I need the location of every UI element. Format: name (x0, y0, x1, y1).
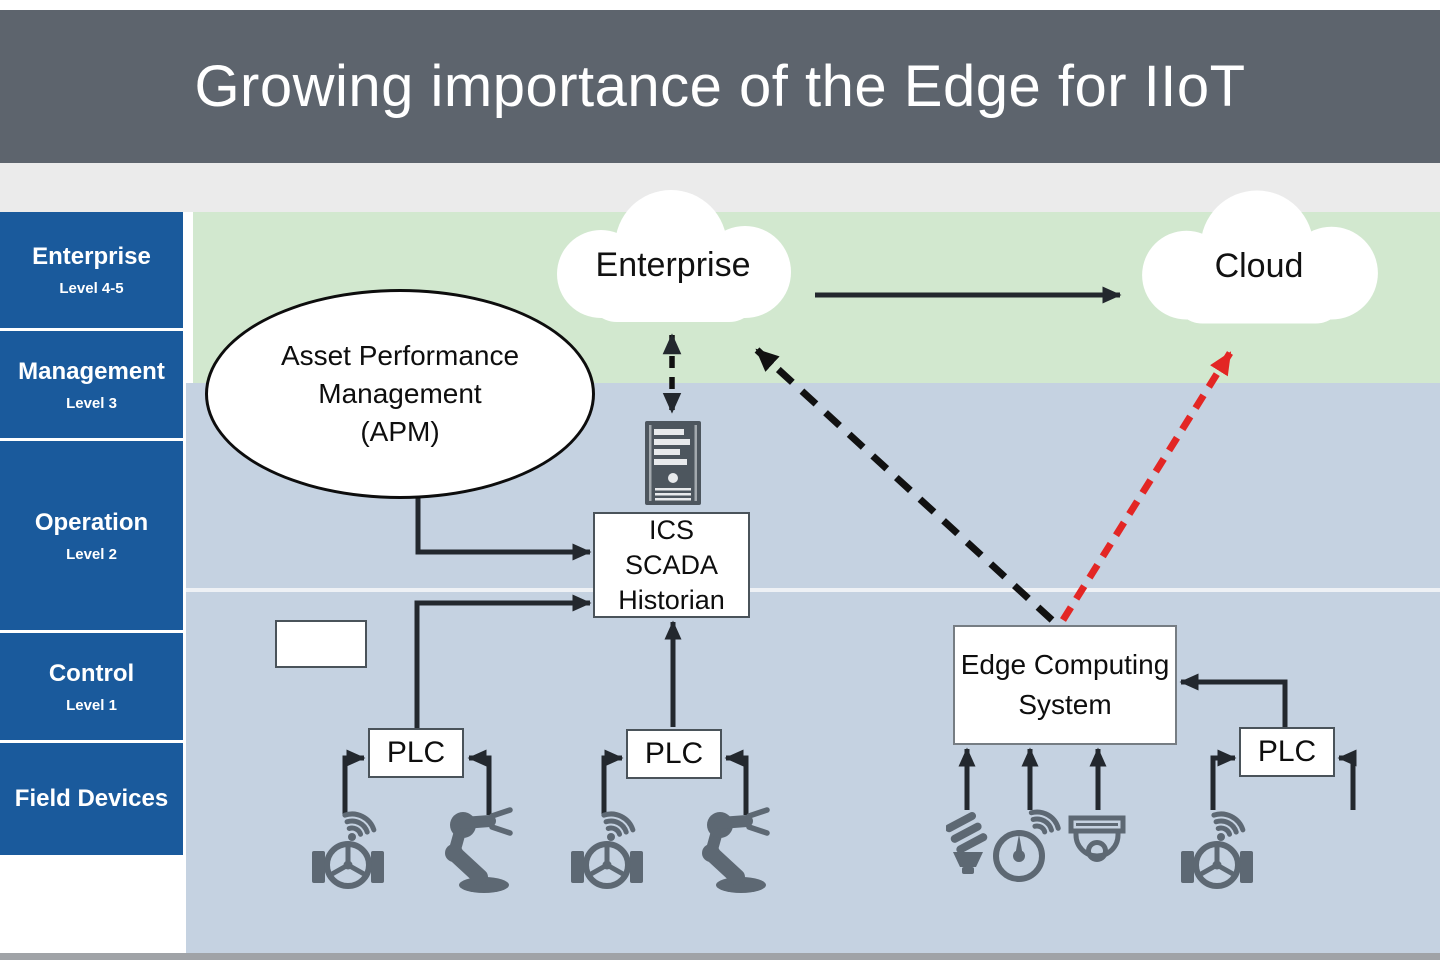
level-sublabel: Level 2 (66, 545, 117, 563)
sidebar-item-field-devices: Field Devices (0, 743, 183, 855)
level-label: Field Devices (14, 785, 169, 812)
dome-camera-icon (1068, 814, 1126, 880)
level-sublabel: Level 4-5 (59, 280, 124, 297)
cloud-icon (1142, 190, 1378, 324)
enterprise-cloud-label: Enterprise (595, 245, 751, 284)
level-label: Management (18, 357, 165, 385)
page-title: Growing importance of the Edge for IIoT (194, 54, 1246, 119)
empty-label-box (275, 620, 367, 668)
smart-pump-icon (312, 795, 396, 889)
cloud-node: Cloud (1128, 190, 1390, 324)
header-substrip (0, 163, 1440, 212)
level-label: Operation (34, 508, 149, 536)
enterprise-cloud-node: Enterprise (543, 190, 803, 322)
sidebar-item-enterprise: Enterprise Level 4-5 (0, 212, 183, 328)
zone-divider-line (186, 588, 1440, 592)
apm-ellipse: Asset Performance Management (APM) (205, 289, 595, 499)
smart-pump-icon (571, 795, 655, 889)
cloud-label: Cloud (1214, 246, 1304, 285)
level-label: Enterprise (32, 243, 151, 270)
robot-arm-icon (432, 803, 516, 893)
level-sublabel: Level 1 (66, 696, 117, 714)
edge-computing-system-box: Edge Computing System (953, 625, 1177, 745)
robot-arm-icon (689, 803, 773, 893)
level-label: Control (48, 659, 135, 687)
cloud-icon (557, 190, 791, 322)
smart-gauge-icon (991, 806, 1063, 882)
title-bar: Growing importance of the Edge for IIoT (0, 10, 1440, 163)
server-tower-icon (645, 421, 701, 505)
smart-pump-icon (1181, 795, 1265, 889)
plc1-box: PLC (368, 728, 464, 778)
level-sublabel: Level 3 (66, 394, 117, 412)
ics-scada-historian-box: ICS SCADA Historian (593, 512, 750, 618)
cfl-bulb-icon (946, 810, 990, 878)
sidebar-item-control: Control Level 1 (0, 633, 183, 740)
plc3-box: PLC (1239, 727, 1335, 777)
sidebar-item-management: Management Level 3 (0, 331, 183, 438)
sidebar-item-operation: Operation Level 2 (0, 441, 183, 630)
bottom-strip (0, 953, 1440, 960)
plc2-box: PLC (626, 729, 722, 779)
